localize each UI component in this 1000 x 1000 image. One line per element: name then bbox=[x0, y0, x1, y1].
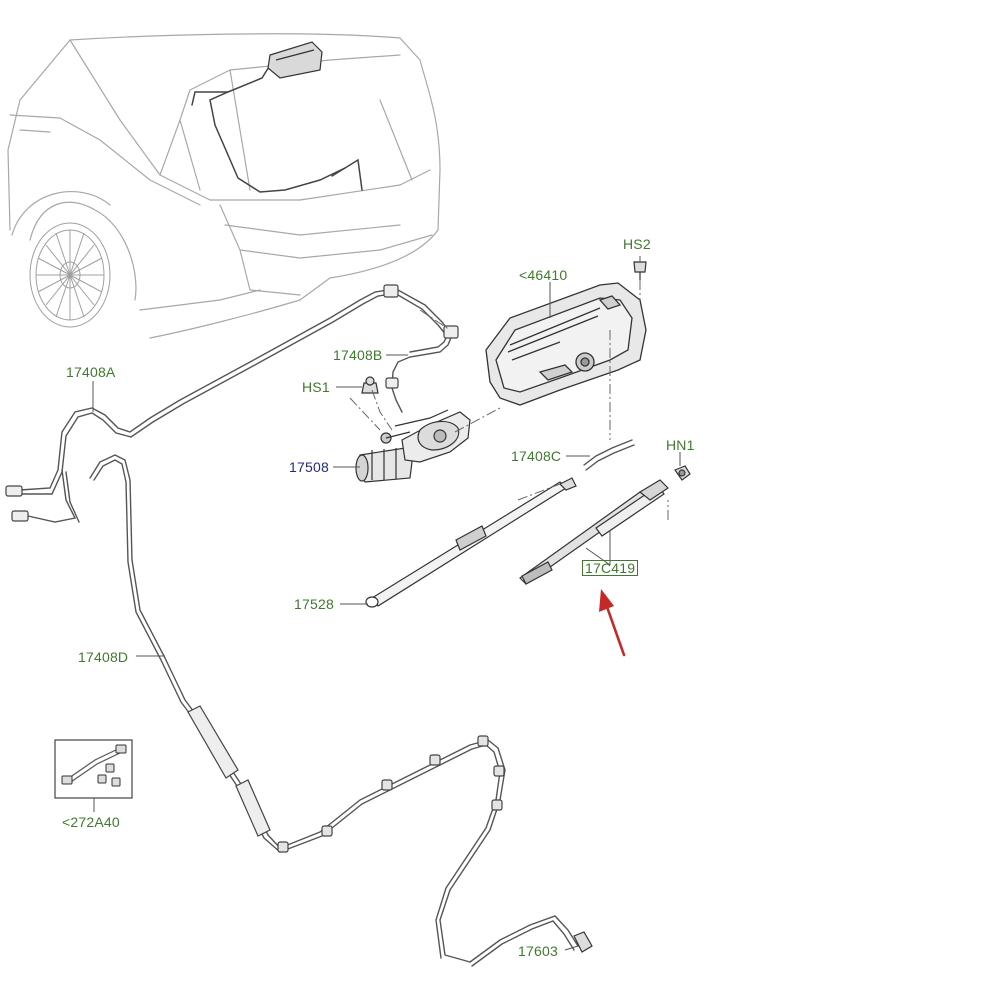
hose-17408b bbox=[391, 289, 453, 413]
hn1-nut-icon bbox=[674, 465, 691, 481]
label-hs1: HS1 bbox=[302, 379, 330, 395]
wiper-motor-icon bbox=[355, 409, 471, 483]
hs1-fastener-icon bbox=[361, 376, 379, 394]
hose-clip-icon bbox=[277, 735, 505, 853]
label-17603: 17603 bbox=[518, 943, 558, 959]
label-17408b: 17408B bbox=[333, 347, 383, 363]
assembly-dash-lines bbox=[349, 280, 669, 520]
label-17508: 17508 bbox=[289, 459, 329, 475]
hose-17408a bbox=[19, 289, 393, 523]
label-17528: 17528 bbox=[294, 596, 334, 612]
red-arrow-indicator bbox=[599, 589, 626, 657]
hs2-fastener-icon bbox=[633, 261, 647, 280]
hose-17603 bbox=[469, 915, 579, 967]
hose-17408d bbox=[89, 454, 506, 963]
label-272a40: <272A40 bbox=[62, 814, 120, 830]
wiper-blade-icon bbox=[519, 479, 669, 585]
label-17c419: 17C419 bbox=[582, 560, 639, 576]
tailgate-panel-icon bbox=[485, 282, 647, 406]
rear-washer-pump-icon bbox=[267, 41, 323, 79]
nozzle-17603-icon bbox=[573, 931, 593, 953]
kit-272a40-inset bbox=[54, 739, 133, 799]
label-17408a: 17408A bbox=[66, 364, 116, 380]
hose-connector-icon bbox=[5, 284, 399, 522]
wheel-icon bbox=[29, 222, 111, 328]
label-17408c: 17408C bbox=[511, 448, 562, 464]
wiper-arm-icon bbox=[365, 477, 577, 608]
leader-lines bbox=[92, 256, 681, 951]
label-46410: <46410 bbox=[519, 267, 568, 283]
hose-sleeve-icon bbox=[187, 705, 271, 837]
label-17408d: 17408D bbox=[78, 649, 129, 665]
hose-clip-icon bbox=[385, 325, 459, 389]
label-hn1: HN1 bbox=[666, 437, 695, 453]
vehicle-rear-wiring bbox=[191, 51, 363, 193]
label-hs2: HS2 bbox=[623, 236, 651, 252]
hose-17408c bbox=[583, 439, 635, 471]
